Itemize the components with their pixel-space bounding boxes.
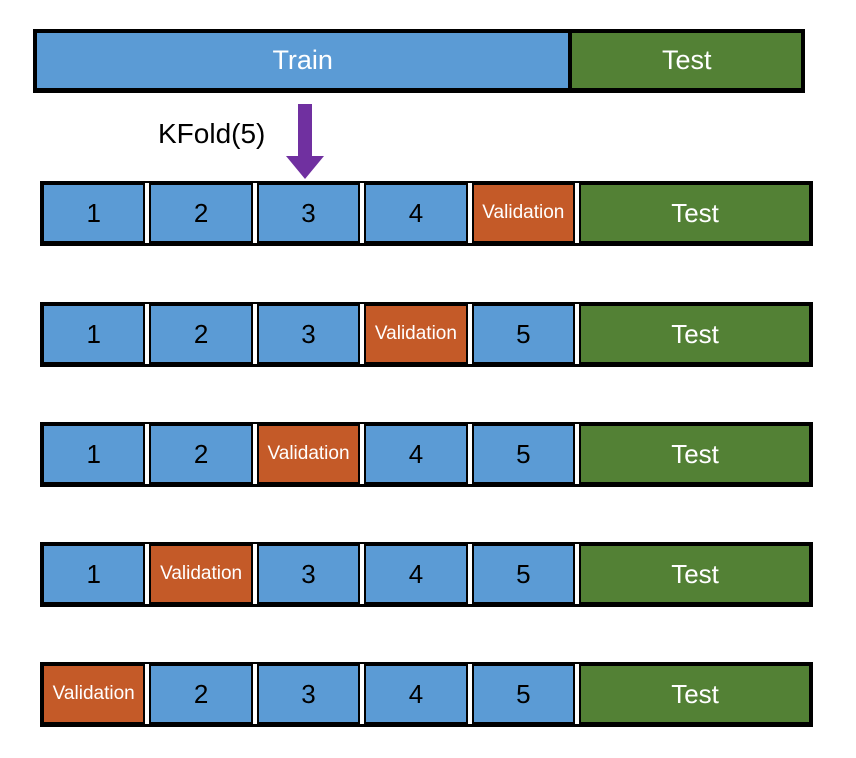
fold-cell: 1 [42,304,146,364]
fold-cell: 3 [256,183,361,243]
fold-cell: 5 [471,664,576,724]
fold-row-4: 1 Validation 3 4 5 Test [40,542,813,607]
fold-cell: 3 [256,664,361,724]
validation-cell: Validation [364,304,468,364]
fold-cell: 1 [42,183,146,243]
fold-cell: 4 [364,183,468,243]
kfold-label: KFold(5) [158,118,266,149]
test-cell: Test [579,304,812,364]
fold-cell: 3 [256,544,361,604]
fold-cell: 2 [149,664,253,724]
fold-cell: 2 [149,304,253,364]
down-arrow-icon [286,104,324,179]
fold-cell: 4 [364,664,468,724]
fold-cell: 1 [42,544,146,604]
train-segment: Train [35,31,571,90]
test-cell: Test [579,544,812,604]
fold-cell: 5 [471,304,576,364]
test-cell: Test [579,664,812,724]
arrow-shaft [298,104,312,156]
fold-cell: 2 [149,183,253,243]
validation-cell: Validation [256,424,361,484]
fold-row-2: 1 2 3 Validation 5 Test [40,302,813,367]
validation-cell: Validation [149,544,253,604]
fold-cell: 4 [364,544,468,604]
validation-cell: Validation [471,183,576,243]
fold-cell: 1 [42,424,146,484]
fold-cell: 3 [256,304,361,364]
fold-cell: 5 [471,424,576,484]
test-cell: Test [579,424,812,484]
validation-cell: Validation [42,664,146,724]
test-segment: Test [570,31,803,90]
fold-cell: 5 [471,544,576,604]
fold-row-3: 1 2 Validation 4 5 Test [40,422,813,487]
test-cell: Test [579,183,812,243]
fold-cell: 2 [149,424,253,484]
arrow-head [286,156,324,179]
fold-row-1: 1 2 3 4 Validation Test [40,181,813,246]
fold-cell: 4 [364,424,468,484]
train-test-bar: Train Test [33,29,805,93]
fold-row-5: Validation 2 3 4 5 Test [40,662,813,727]
